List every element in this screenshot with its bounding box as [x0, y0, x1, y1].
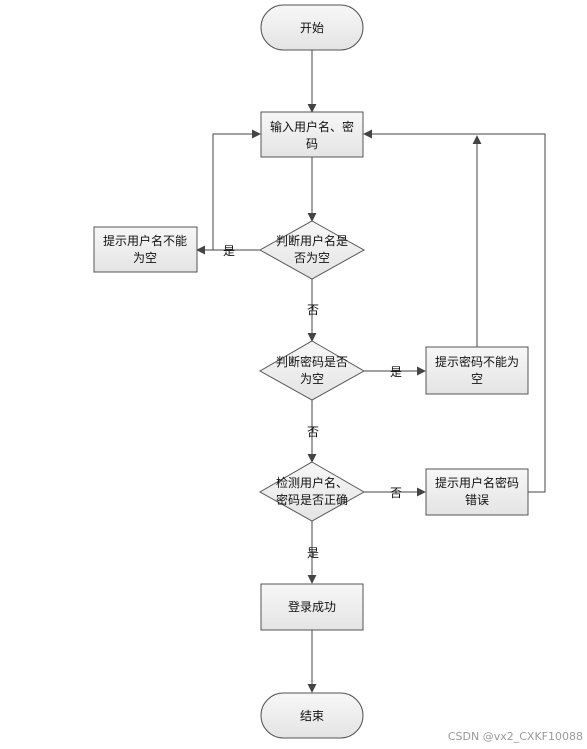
node-check-user-text-line2: 否为空 [294, 251, 330, 265]
node-end [260, 692, 364, 739]
node-check-valid [258, 461, 366, 522]
node-check-user-empty [258, 220, 366, 280]
node-warn-invalid-text-line1: 提示用户名密码 [435, 475, 519, 490]
edge-label-valid-yes: 是 [307, 546, 319, 560]
node-warn-pwd-text-line1: 提示密码不能为 [435, 354, 519, 369]
node-check-valid-text-line2: 密码是否正确 [276, 492, 348, 507]
node-input [260, 111, 364, 158]
edge-label-valid-no: 否 [390, 486, 402, 500]
edge-label-user-empty-yes: 是 [223, 244, 235, 258]
node-check-valid-text-line1: 检测用户名、 [276, 475, 348, 490]
node-check-user-text-line1: 判断用户名是 [276, 233, 348, 248]
node-check-pwd-text-line2: 为空 [300, 372, 324, 386]
node-warn-user-text-line1: 提示用户名不能 [103, 233, 187, 248]
node-input-text-line2: 码 [306, 137, 318, 151]
node-start [260, 4, 364, 51]
node-start-text: 开始 [300, 21, 324, 35]
node-warn-pwd-empty [425, 346, 529, 395]
node-warn-user-text-line2: 为空 [133, 251, 157, 265]
node-warn-pwd-text-line2: 空 [471, 372, 483, 386]
edge-label-pwd-empty-yes: 是 [390, 365, 402, 379]
node-warn-invalid-text-line2: 错误 [465, 493, 489, 507]
node-warn-user-empty [93, 226, 198, 273]
node-success-text: 登录成功 [288, 599, 336, 614]
watermark-text: CSDN @vx2_CXKF10088 [447, 730, 583, 743]
edge-warn-invalid-back [363, 129, 546, 493]
edge-label-pwd-empty-no: 否 [307, 425, 319, 439]
node-check-pwd-empty [258, 340, 366, 401]
node-warn-invalid [425, 468, 529, 516]
edge-warn-user-back [197, 129, 261, 251]
node-check-pwd-text-line1: 判断密码是否 [276, 354, 348, 369]
node-end-text: 结束 [300, 709, 324, 723]
node-success [260, 583, 364, 631]
edge-label-user-empty-no: 否 [307, 303, 319, 317]
node-input-text-line1: 输入用户名、密 [270, 119, 354, 134]
